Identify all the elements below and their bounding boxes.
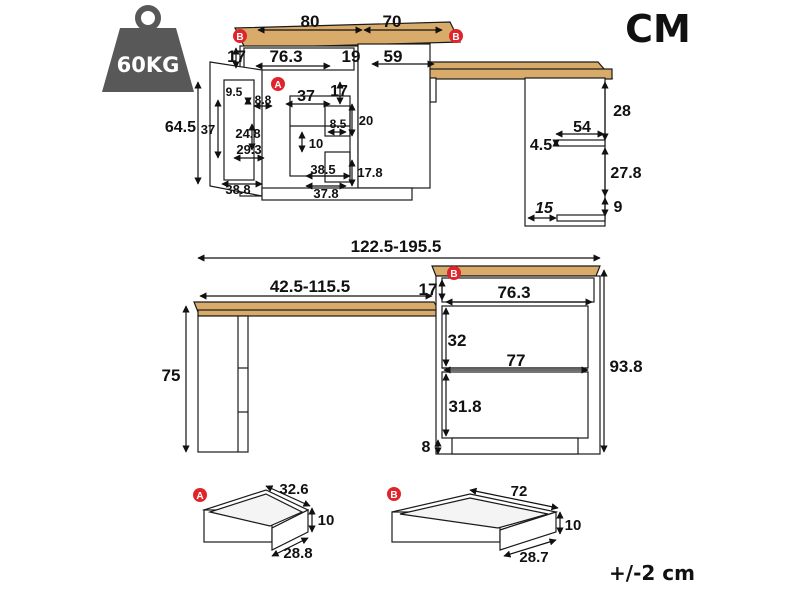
dim-drawer-h: 17 (227, 47, 246, 66)
dim-r-28: 28 (613, 103, 631, 120)
dim-17b: 17 (330, 83, 348, 100)
svg-text:B: B (450, 269, 457, 280)
dim-door-h: 37 (201, 122, 215, 137)
front-view-labels: 122.5-195.5 42.5-115.5 17 76.3 75 32 77 … (162, 237, 643, 456)
dim-drawer-width: 76.3 (497, 283, 530, 302)
dim-shelf-h2: 31.8 (448, 397, 481, 416)
badge-b-front: B (447, 266, 461, 280)
unit-label: CM (625, 7, 691, 51)
drawer-b-height: 10 (565, 517, 582, 534)
top-view-labels: 80 70 17 76.3 19 59 64.5 37 9.5 8.8 37 1… (165, 12, 642, 217)
drawer-b-depth: 28.7 (519, 549, 548, 566)
badge-b-drawer: B (387, 487, 401, 501)
drawer-a-depth: 28.8 (283, 545, 312, 562)
drawer-b-labels: 72 10 28.7 (511, 483, 582, 566)
badge-a-drawer: A (193, 488, 207, 502)
svg-text:B: B (390, 490, 397, 501)
drawer-b-width: 72 (511, 483, 528, 500)
dim-37-8: 37.8 (313, 186, 338, 201)
dim-20: 20 (359, 113, 373, 128)
dim-24-8: 24.8 (235, 126, 260, 141)
dim-29-3: 29.3 (236, 142, 261, 157)
dim-10: 10 (309, 136, 323, 151)
drawer-a-labels: 32.6 10 28.8 (279, 481, 334, 562)
front-view-dimensions (182, 254, 608, 455)
svg-text:B: B (452, 32, 459, 43)
dim-ext-top: 70 (383, 12, 402, 31)
dim-width-top: 80 (301, 12, 320, 31)
dim-r-15: 15 (535, 200, 554, 217)
top-view-dimensions (194, 26, 609, 222)
svg-text:A: A (274, 80, 281, 91)
drawer-a-height: 10 (318, 512, 335, 529)
front-view-desk (193, 265, 601, 455)
dim-ext-w: 59 (384, 47, 403, 66)
dim-drawer-height: 17 (419, 280, 438, 299)
dim-height-left: 64.5 (165, 119, 196, 136)
dim-8-5: 8.5 (330, 117, 347, 131)
dim-r-54: 54 (573, 119, 591, 136)
weight-label: 60KG (117, 53, 180, 77)
drawer-a (201, 489, 310, 551)
dim-8-8: 8.8 (255, 93, 272, 107)
dim-38-8: 38.8 (225, 182, 250, 197)
tolerance-label: +/-2 cm (609, 561, 695, 585)
dim-38-5: 38.5 (310, 162, 335, 177)
svg-text:A: A (196, 491, 203, 502)
dim-r-27-8: 27.8 (610, 165, 641, 182)
drawer-a-width: 32.6 (279, 481, 308, 498)
dim-r-9: 9 (614, 199, 623, 216)
dim-drawer-w: 76.3 (269, 47, 302, 66)
dim-base-h: 8 (422, 439, 431, 456)
svg-text:B: B (236, 32, 243, 43)
weight-icon: 60KG (102, 5, 194, 92)
dim-total-width: 122.5-195.5 (351, 237, 442, 256)
dim-gap: 19 (342, 47, 361, 66)
drawer-a-dimensions (265, 485, 316, 557)
top-view-cabinet (209, 21, 614, 227)
dim-total-height: 93.8 (609, 357, 642, 376)
dim-shelf-h1: 32 (448, 331, 467, 350)
dim-17-8: 17.8 (357, 165, 382, 180)
badge-a-top: A (271, 77, 285, 91)
drawer-b-dimensions (469, 487, 564, 558)
dim-desk-height: 75 (162, 366, 181, 385)
dim-shelf-w: 77 (507, 351, 526, 370)
dim-ext-width: 42.5-115.5 (270, 277, 350, 296)
badge-b-right: B (449, 29, 463, 43)
dim-37b: 37 (297, 88, 315, 105)
badge-b-left: B (233, 29, 247, 43)
dim-r-4-5: 4.5 (530, 137, 552, 154)
dim-9-5: 9.5 (226, 85, 243, 99)
